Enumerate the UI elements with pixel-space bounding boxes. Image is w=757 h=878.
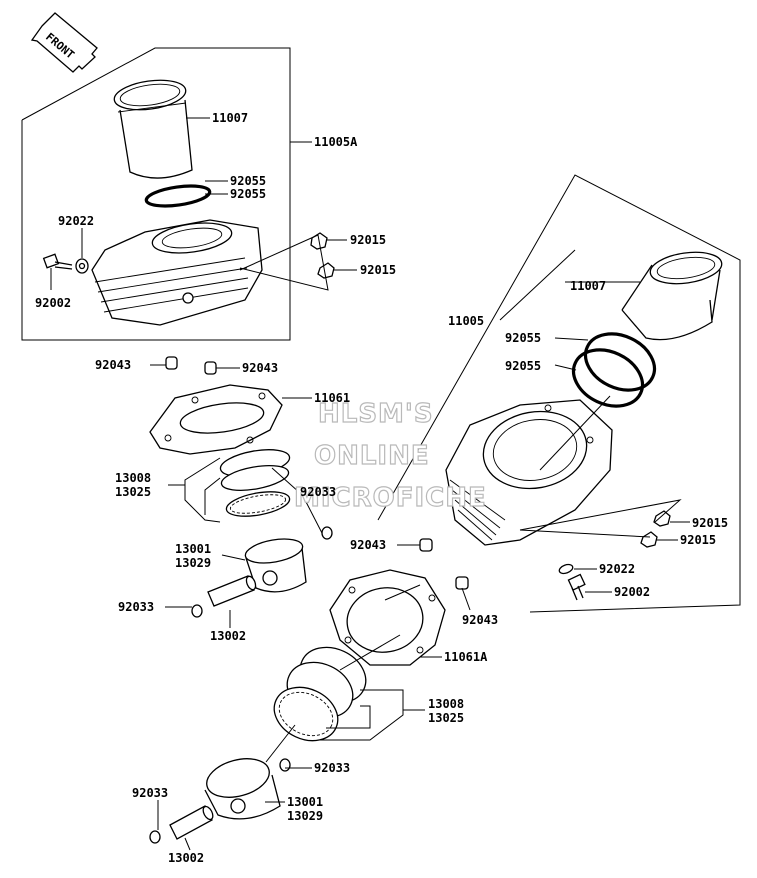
- callout-92043-lower-2: 92043: [462, 613, 498, 627]
- callout-labels: 11007 11005A 92055 92055 92022 92002 920…: [35, 111, 728, 865]
- cylinder-sleeve-upper: [113, 79, 193, 179]
- callout-92033-upper-2: 92033: [118, 600, 154, 614]
- callout-92015-upper-2: 92015: [360, 263, 396, 277]
- o-ring-upper: [144, 184, 212, 208]
- callout-92055-lower-1: 92055: [505, 331, 541, 345]
- callout-13029-upper: 13029: [175, 556, 211, 570]
- callout-11061: 11061: [314, 391, 350, 405]
- cylinder-block-lower: [445, 399, 613, 546]
- callout-92002-lower: 92002: [614, 585, 650, 599]
- callout-13001-lower: 13001: [287, 795, 323, 809]
- piston-pin-upper: [207, 575, 257, 607]
- callout-13025-lower: 13025: [428, 711, 464, 725]
- piston-lower: [204, 758, 281, 820]
- cylinder-block-upper: [91, 219, 263, 326]
- watermark-line-3: MICROFICHE: [294, 483, 487, 513]
- callout-13008-lower: 13008: [428, 697, 464, 711]
- gasket-upper: [149, 384, 283, 455]
- callout-13008-upper: 13008: [115, 471, 151, 485]
- callout-92022-lower: 92022: [599, 562, 635, 576]
- callout-11061A: 11061A: [444, 650, 488, 664]
- callout-92015-lower-1: 92015: [692, 516, 728, 530]
- o-ring-lower: [571, 332, 657, 408]
- callout-92043-upper-1: 92043: [95, 358, 131, 372]
- callout-92033-upper-1: 92033: [300, 485, 336, 499]
- callout-92022-upper: 92022: [58, 214, 94, 228]
- leader-lines: [50, 117, 690, 851]
- watermark-line-2: ONLINE: [314, 441, 430, 471]
- callout-11007-upper: 11007: [212, 111, 248, 125]
- callout-92055-lower-2: 92055: [505, 359, 541, 373]
- callout-13001-upper: 13001: [175, 542, 211, 556]
- watermark: HLSM'S ONLINE MICROFICHE: [293, 398, 487, 513]
- callout-13025-upper: 13025: [115, 485, 151, 499]
- callout-92033-lower-2: 92033: [132, 786, 168, 800]
- piston-upper: [244, 538, 307, 593]
- callout-92043-lower-1: 92043: [350, 538, 386, 552]
- callout-92002-upper: 92002: [35, 296, 71, 310]
- callout-11005A: 11005A: [314, 135, 358, 149]
- callout-13029-lower: 13029: [287, 809, 323, 823]
- piston-pin-lower: [169, 805, 214, 840]
- callout-11007-lower: 11007: [570, 279, 606, 293]
- gasket-lower: [329, 569, 446, 666]
- callout-92043-upper-2: 92043: [242, 361, 278, 375]
- bolt-upper: [42, 253, 89, 274]
- nut-upper: [310, 232, 335, 279]
- bolt-lower: [558, 563, 586, 601]
- callout-11005: 11005: [448, 314, 484, 328]
- piston-rings-upper: [219, 449, 291, 517]
- callout-92033-lower-1: 92033: [314, 761, 350, 775]
- callout-92015-upper-1: 92015: [350, 233, 386, 247]
- callout-92055-upper-1: 92055: [230, 174, 266, 188]
- watermark-line-1: HLSM'S: [318, 399, 434, 429]
- dowel-upper: [165, 356, 217, 375]
- kit-outline-lower: [377, 174, 741, 613]
- cylinder-sleeve-lower: [621, 251, 723, 341]
- front-arrow-icon: FRONT: [30, 12, 98, 73]
- callout-92015-lower-2: 92015: [680, 533, 716, 547]
- piston-rings-lower: [273, 646, 367, 742]
- circlip-upper: [191, 526, 333, 618]
- callout-13002-lower: 13002: [168, 851, 204, 865]
- kit-outline-upper: [21, 47, 291, 341]
- callout-13002-upper: 13002: [210, 629, 246, 643]
- dowel-lower: [419, 538, 469, 590]
- callout-92055-upper-2: 92055: [230, 187, 266, 201]
- nut-lower: [640, 510, 671, 548]
